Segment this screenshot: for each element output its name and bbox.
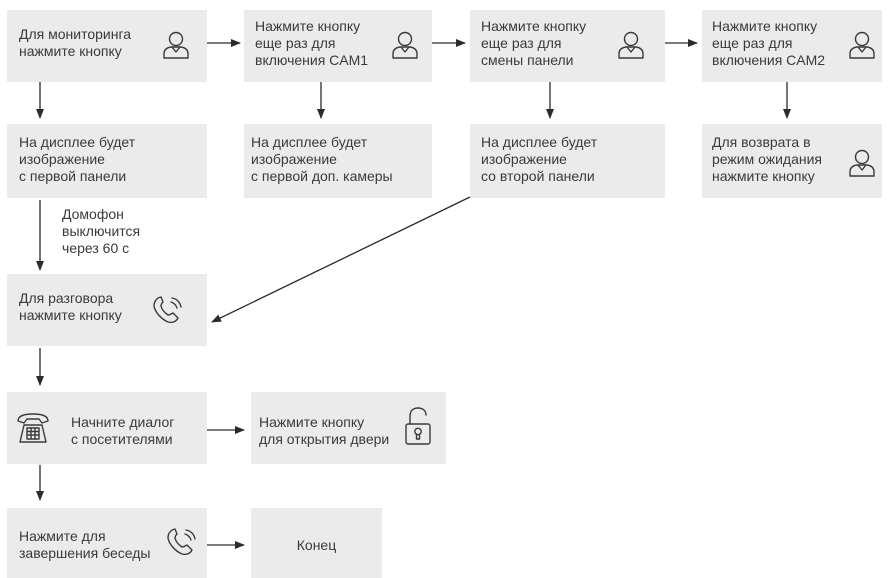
dialog-box: Начните диалог с посетителями	[7, 392, 207, 464]
arrow-second-panel-to-talk	[211, 196, 471, 323]
first-panel-text: На дисплее будет изображение с первой па…	[19, 134, 136, 184]
second-panel-text: На дисплее будет изображение со второй п…	[481, 134, 598, 184]
first-panel-box: На дисплее будет изображение с первой па…	[7, 124, 207, 198]
first-cam-text: На дисплее будет изображение с первой до…	[251, 134, 393, 184]
finish-text: Нажмите для завершения беседы	[19, 528, 151, 561]
handset-icon	[150, 294, 184, 331]
monitor-text: Для мониторинга нажмите кнопку	[19, 26, 132, 59]
person-icon	[390, 30, 420, 65]
end-text: Конец	[296, 537, 337, 553]
switch-panel-text: Нажмите кнопку еще раз для смены панели	[481, 18, 587, 68]
open-door-text: Нажмите кнопку для открытия двери	[259, 414, 390, 447]
cam2-text: Нажмите кнопку еще раз для включения CAM…	[712, 18, 826, 68]
handset-icon	[164, 526, 198, 563]
cam2-box: Нажмите кнопку еще раз для включения CAM…	[702, 10, 882, 82]
talk-box: Для разговора нажмите кнопку	[7, 274, 207, 346]
talk-text: Для разговора нажмите кнопку	[19, 290, 122, 323]
end-box: Конец	[251, 508, 382, 578]
finish-box: Нажмите для завершения беседы	[7, 508, 207, 578]
first-cam-box: На дисплее будет изображение с первой до…	[244, 124, 432, 198]
monitor-box: Для мониторинга нажмите кнопку	[7, 10, 207, 82]
desk-phone-icon	[15, 410, 51, 451]
unlock-icon	[403, 406, 433, 451]
person-icon	[847, 148, 877, 183]
cam1-box: Нажмите кнопку еще раз для включения CAM…	[244, 10, 432, 82]
timeout-note: Домофон выключится через 60 с	[62, 206, 141, 256]
person-icon	[616, 30, 646, 65]
second-panel-box: На дисплее будет изображение со второй п…	[470, 124, 665, 198]
person-icon	[847, 30, 877, 65]
person-icon	[161, 30, 191, 65]
cam1-text: Нажмите кнопку еще раз для включения CAM…	[255, 18, 369, 68]
standby-box: Для возврата в режим ожидания нажмите кн…	[702, 124, 882, 198]
dialog-text: Начните диалог с посетителями	[71, 414, 175, 447]
switch-panel-box: Нажмите кнопку еще раз для смены панели	[470, 10, 665, 82]
standby-text: Для возврата в режим ожидания нажмите кн…	[712, 134, 823, 184]
open-door-box: Нажмите кнопку для открытия двери	[251, 392, 446, 464]
